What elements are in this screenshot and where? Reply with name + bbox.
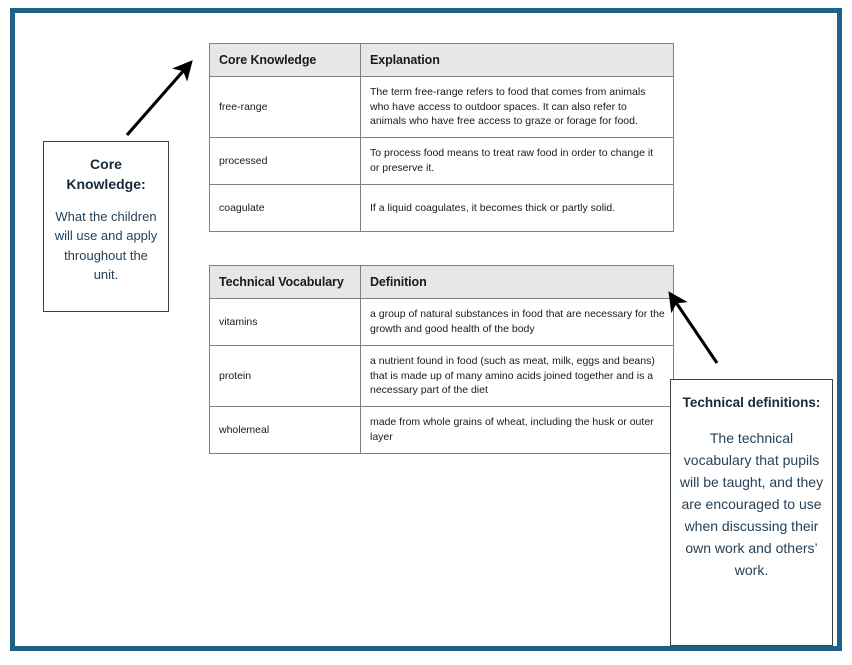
table-header-row: Technical Vocabulary Definition: [209, 265, 674, 299]
term-cell: wholemeal: [209, 406, 361, 454]
table-row: coagulate If a liquid coagulates, it bec…: [209, 184, 674, 232]
technical-vocabulary-table: Technical Vocabulary Definition vitamins…: [209, 265, 674, 454]
definition-cell: a nutrient found in food (such as meat, …: [360, 345, 674, 407]
callout-core-knowledge-title: Core Knowledge:: [66, 156, 146, 193]
callout-core-knowledge: Core Knowledge: What the children will u…: [43, 141, 169, 312]
table-row: protein a nutrient found in food (such a…: [209, 345, 674, 407]
callout-technical-definitions-title: Technical definitions:: [682, 395, 821, 410]
term-cell: protein: [209, 345, 361, 407]
table-row: wholemeal made from whole grains of whea…: [209, 406, 674, 454]
term-cell: vitamins: [209, 298, 361, 346]
definition-cell: The term free-range refers to food that …: [360, 76, 674, 138]
term-cell: processed: [209, 137, 361, 185]
column-header-explanation: Explanation: [360, 43, 674, 77]
page-frame: Core Knowledge Explanation free-range Th…: [10, 8, 842, 651]
callout-technical-definitions-body: The technical vocabulary that pupils wil…: [679, 429, 824, 579]
column-header-definition: Definition: [360, 265, 674, 299]
term-cell: coagulate: [209, 184, 361, 232]
definition-cell: If a liquid coagulates, it becomes thick…: [360, 184, 674, 232]
definition-cell: a group of natural substances in food th…: [360, 298, 674, 346]
core-knowledge-table: Core Knowledge Explanation free-range Th…: [209, 43, 674, 232]
arrow-up-left-icon: [668, 291, 719, 364]
table-row: processed To process food means to treat…: [209, 137, 674, 185]
definition-cell: made from whole grains of wheat, includi…: [360, 406, 674, 454]
column-header-technical-vocabulary: Technical Vocabulary: [209, 265, 361, 299]
column-header-core-knowledge: Core Knowledge: [209, 43, 361, 77]
table-row: free-range The term free-range refers to…: [209, 76, 674, 138]
term-cell: free-range: [209, 76, 361, 138]
callout-technical-definitions: Technical definitions: The technical voc…: [670, 379, 833, 646]
callout-core-knowledge-body: What the children will use and apply thr…: [54, 208, 158, 283]
arrow-up-right-icon: [125, 60, 193, 137]
table-row: vitamins a group of natural substances i…: [209, 298, 674, 346]
definition-cell: To process food means to treat raw food …: [360, 137, 674, 185]
table-header-row: Core Knowledge Explanation: [209, 43, 674, 77]
